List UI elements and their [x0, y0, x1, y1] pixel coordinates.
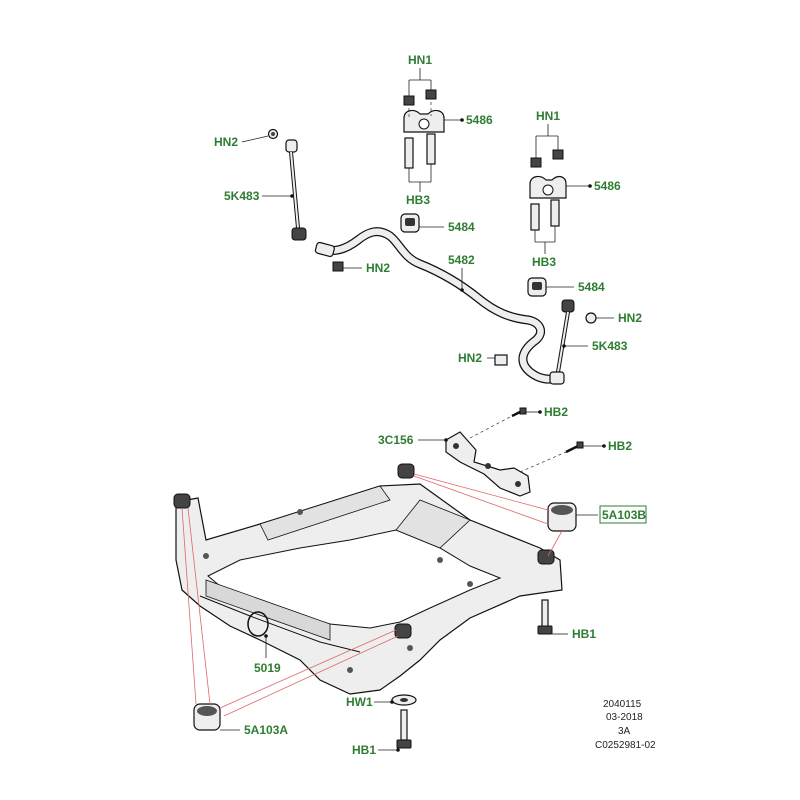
stabilizer-link-right: [494, 299, 597, 385]
stabilizer-link-left: [267, 128, 307, 241]
label-5484-right: 5484: [578, 280, 605, 294]
label-hb3-top: HB3: [406, 193, 430, 207]
label-hn2-mid: HN2: [366, 261, 390, 275]
label-hb1-bottom: HB1: [352, 743, 376, 757]
label-5k483-left: 5K483: [224, 189, 260, 203]
label-hn1-right: HN1: [536, 109, 560, 123]
label-5k483-right: 5K483: [592, 339, 628, 353]
meta-date: 03-2018: [606, 712, 643, 723]
leader-lines: [220, 68, 614, 751]
label-5a103a: 5A103A: [244, 723, 288, 737]
label-hb3-right: HB3: [532, 255, 556, 269]
clamp-bracket-top: [403, 89, 445, 169]
subframe: [173, 463, 563, 695]
bolt-hb2-upper: [469, 407, 527, 439]
bolt-hb2-lower: [519, 441, 584, 473]
label-5a103b-box: [599, 505, 647, 524]
label-hb2-lower: HB2: [608, 439, 632, 453]
label-5482: 5482: [448, 253, 475, 267]
stabilizer-bar: [314, 227, 561, 384]
label-5486-right: 5486: [594, 179, 621, 193]
label-hn2-right: HN2: [618, 311, 642, 325]
bolt-hb1-right: [537, 599, 553, 635]
label-5a103b: 5A103B: [602, 508, 646, 522]
meta-revision: 3A: [618, 726, 631, 737]
bushing-5484-right: [527, 277, 547, 297]
meta-code: 2040115: [603, 699, 642, 710]
meta-reference: C0252981-02: [595, 740, 656, 751]
leader-dots: [264, 118, 606, 752]
alignment-lines: [181, 473, 563, 717]
nut-hn2-mid: [332, 261, 344, 272]
bushing-5484-top: [400, 213, 420, 233]
bolt-hb1-bottom: [396, 709, 412, 749]
label-hn1-top: HN1: [408, 53, 432, 67]
label-5486-top: 5486: [466, 113, 493, 127]
label-hb2-upper: HB2: [544, 405, 568, 419]
label-hb1-right: HB1: [572, 627, 596, 641]
label-5484-top: 5484: [448, 220, 475, 234]
bushing-5a103a: [193, 703, 221, 731]
label-hn2-lower: HN2: [458, 351, 482, 365]
clamp-bracket-right: [529, 149, 567, 231]
washer-hw1: [391, 694, 417, 706]
label-5019: 5019: [254, 661, 281, 675]
label-3c156: 3C156: [378, 433, 414, 447]
label-hn2-left: HN2: [214, 135, 238, 149]
label-hw1: HW1: [346, 695, 373, 709]
bracket-3c156: [445, 431, 531, 497]
bushing-5a103b: [547, 502, 577, 532]
